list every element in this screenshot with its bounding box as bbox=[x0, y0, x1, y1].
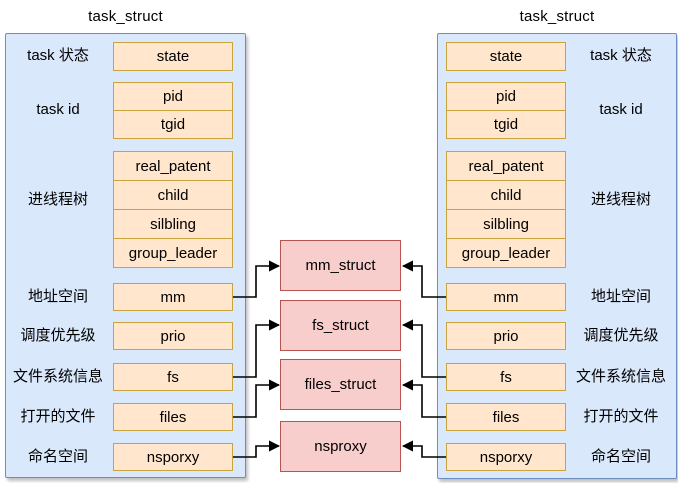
left-field-mm: mm bbox=[113, 283, 233, 311]
left-label-process-tree: 进线程树 bbox=[27, 191, 88, 208]
right-field-child: child bbox=[446, 180, 566, 210]
files-struct-box: files_struct bbox=[280, 359, 401, 410]
left-field-silbling: silbling bbox=[113, 209, 233, 239]
right-label-process-tree: 进线程树 bbox=[590, 191, 651, 208]
left-panel-title: task_struct bbox=[88, 8, 163, 25]
right-field-state: state bbox=[446, 42, 566, 71]
right-field-prio: prio bbox=[446, 322, 566, 350]
left-field-fs: fs bbox=[113, 363, 233, 391]
left-field-prio: prio bbox=[113, 322, 233, 350]
left-label-sched-priority: 调度优先级 bbox=[20, 327, 96, 344]
right-field-nsporxy: nsporxy bbox=[446, 443, 566, 471]
left-field-child: child bbox=[113, 180, 233, 210]
right-field-group-leader: group_leader bbox=[446, 238, 566, 268]
right-label-filesystem-info: 文件系统信息 bbox=[575, 368, 666, 385]
left-field-real-patent: real_patent bbox=[113, 151, 233, 181]
left-field-state: state bbox=[113, 42, 233, 71]
right-label-task-id: task id bbox=[599, 101, 643, 118]
right-label-namespace: 命名空间 bbox=[590, 448, 651, 465]
right-field-silbling: silbling bbox=[446, 209, 566, 239]
left-field-nsporxy: nsporxy bbox=[113, 443, 233, 471]
right-field-mm: mm bbox=[446, 283, 566, 311]
left-field-tgid: tgid bbox=[113, 110, 233, 139]
left-label-filesystem-info: 文件系统信息 bbox=[12, 368, 103, 385]
nsproxy-box: nsproxy bbox=[280, 421, 401, 472]
left-label-task-id: task id bbox=[36, 101, 80, 118]
right-label-open-files: 打开的文件 bbox=[583, 408, 659, 425]
right-label-sched-priority: 调度优先级 bbox=[583, 327, 659, 344]
left-label-namespace: 命名空间 bbox=[27, 448, 88, 465]
left-label-open-files: 打开的文件 bbox=[20, 408, 96, 425]
right-field-fs: fs bbox=[446, 363, 566, 391]
right-field-files: files bbox=[446, 403, 566, 431]
right-label-task-state: task 状态 bbox=[590, 47, 652, 64]
right-field-real-patent: real_patent bbox=[446, 151, 566, 181]
fs-struct-box: fs_struct bbox=[280, 300, 401, 351]
left-label-address-space: 地址空间 bbox=[27, 288, 88, 305]
left-field-files: files bbox=[113, 403, 233, 431]
right-panel-title: task_struct bbox=[519, 8, 595, 25]
left-field-group-leader: group_leader bbox=[113, 238, 233, 268]
right-label-address-space: 地址空间 bbox=[590, 288, 651, 305]
left-field-pid: pid bbox=[113, 82, 233, 111]
left-label-task-state: task 状态 bbox=[27, 47, 89, 64]
mm-struct-box: mm_struct bbox=[280, 240, 401, 291]
right-field-tgid: tgid bbox=[446, 110, 566, 139]
right-field-pid: pid bbox=[446, 82, 566, 111]
